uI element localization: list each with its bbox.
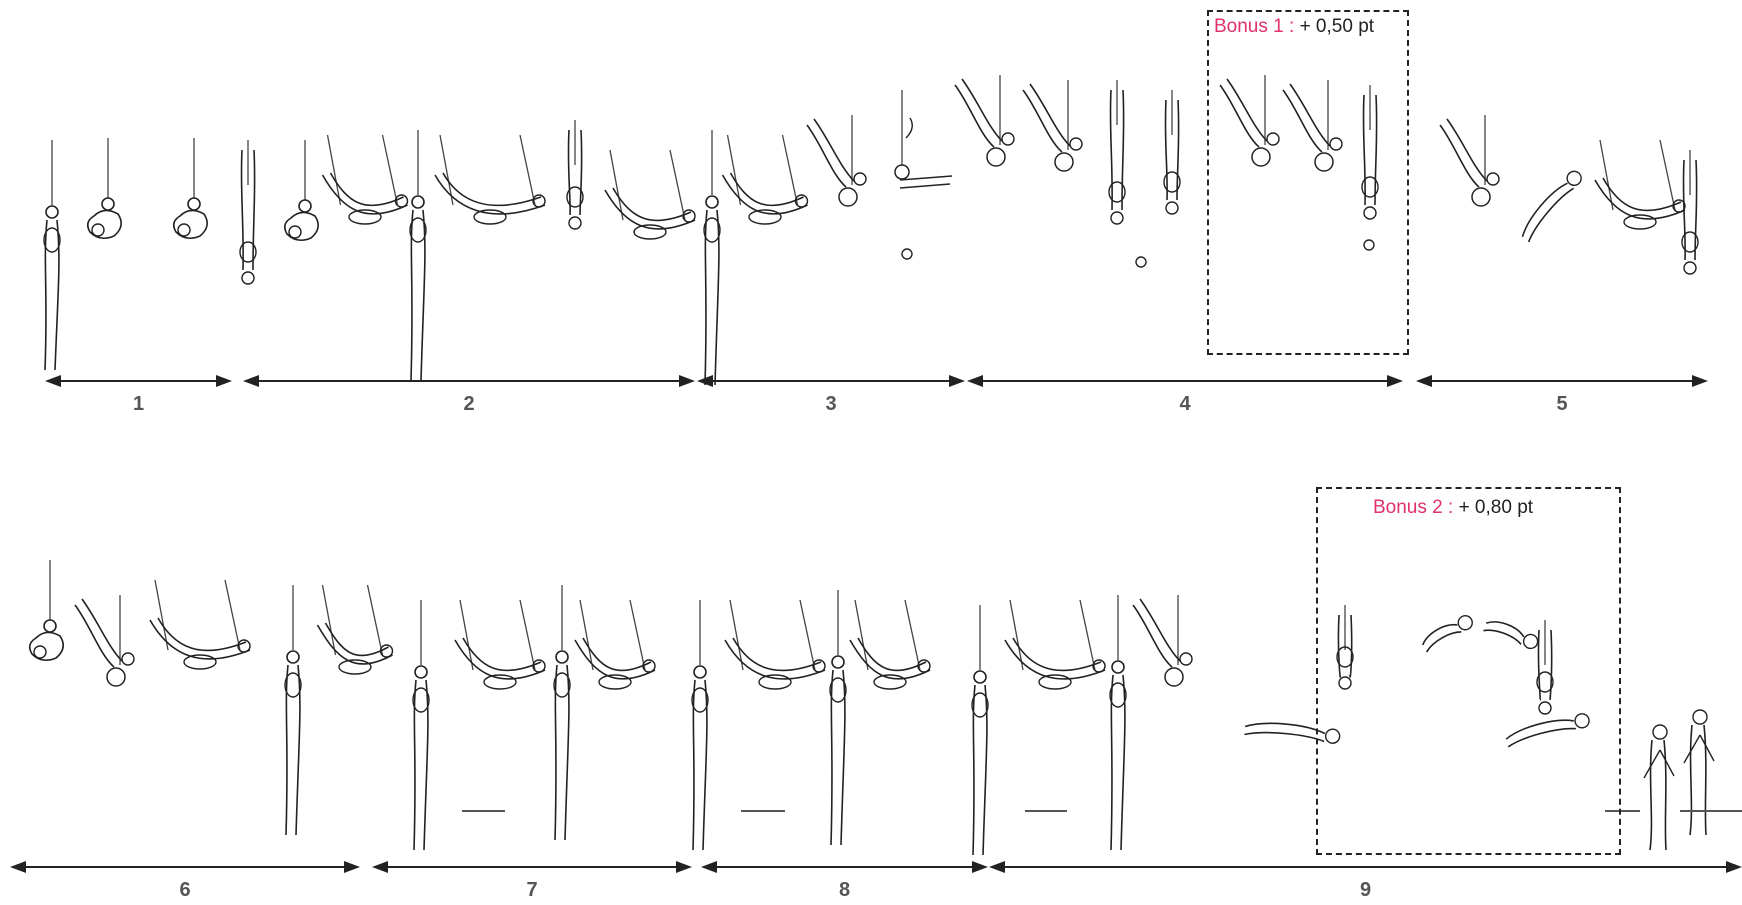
- segment-number-1: 1: [133, 393, 144, 415]
- segment-arrow-6: 6: [10, 861, 360, 901]
- segment-number-5: 5: [1556, 393, 1567, 415]
- segment-arrows-row-1: 1 2 3 4 5: [45, 375, 1708, 415]
- segment-arrow-8: 8: [701, 861, 988, 901]
- bonus-2-box: [1316, 487, 1621, 855]
- segment-number-3: 3: [825, 393, 836, 415]
- segment-number-6: 6: [179, 879, 190, 900]
- bonus-1-box: [1207, 10, 1409, 355]
- segment-arrows-row-2: 6 7 8 9: [10, 861, 1742, 901]
- segment-number-4: 4: [1179, 393, 1191, 415]
- segment-number-2: 2: [463, 393, 474, 415]
- segment-arrow-9: 9: [989, 861, 1742, 901]
- bonus-1-name: Bonus 1 :: [1214, 16, 1295, 37]
- bonus-2-name: Bonus 2 :: [1373, 497, 1454, 518]
- gymnast-sketches: [28, 75, 1742, 856]
- segment-arrow-7: 7: [372, 861, 692, 901]
- bonus-1-label: Bonus 1 : + 0,50 pt: [1214, 16, 1374, 38]
- bonus-1-value: + 0,50 pt: [1299, 16, 1375, 37]
- segment-number-7: 7: [526, 879, 537, 900]
- segment-arrow-5: 5: [1416, 375, 1708, 415]
- bonus-2-label: Bonus 2 : + 0,80 pt: [1373, 497, 1533, 519]
- segment-number-9: 9: [1360, 879, 1371, 900]
- segment-number-8: 8: [839, 879, 850, 900]
- segment-arrow-2: 2: [243, 375, 695, 415]
- bonus-2-value: + 0,80 pt: [1458, 497, 1534, 518]
- segment-arrow-4: 4: [967, 375, 1403, 415]
- segment-arrow-3: 3: [697, 375, 965, 415]
- segment-arrow-1: 1: [45, 375, 232, 415]
